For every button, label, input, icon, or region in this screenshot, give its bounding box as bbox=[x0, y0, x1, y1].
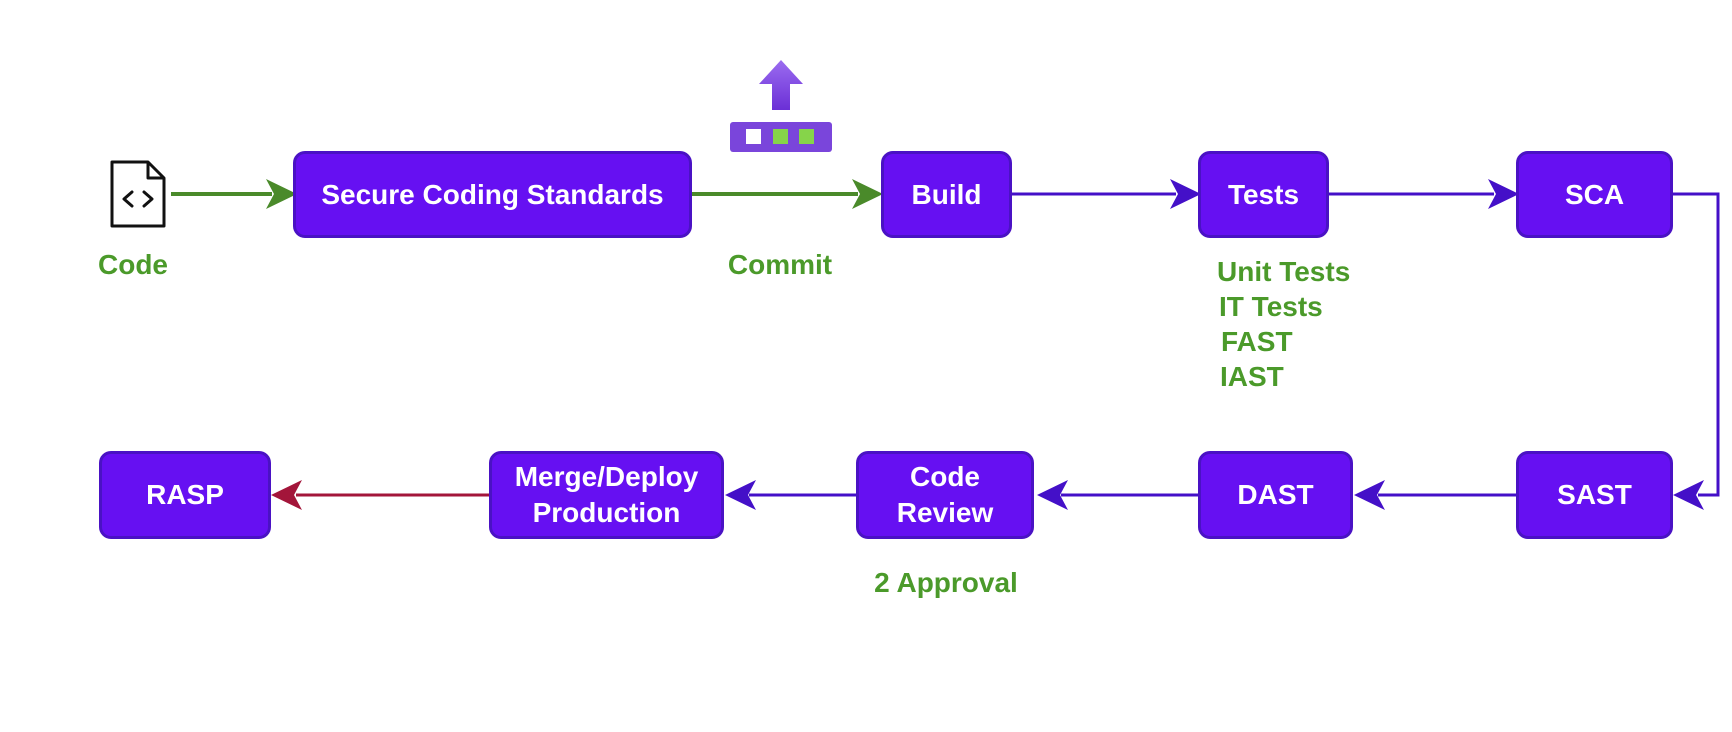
approval-caption: 2 Approval bbox=[874, 567, 1018, 598]
arrow-dast-to-code-review bbox=[1037, 480, 1201, 510]
merge-deploy-node: Merge/Deploy Production bbox=[489, 451, 724, 539]
code-review-label-line-1: Code bbox=[910, 461, 980, 492]
arrow-code-to-secure-coding bbox=[171, 179, 297, 209]
sca-node: SCA bbox=[1516, 151, 1673, 238]
sast-label: SAST bbox=[1557, 479, 1632, 510]
tests-label: Tests bbox=[1227, 178, 1300, 210]
dast-label: DAST bbox=[1237, 479, 1314, 510]
tests-caption-list: Unit Tests IT Tests FAST IAST bbox=[1217, 254, 1350, 394]
code-review-node: Code Review bbox=[856, 451, 1034, 539]
arrow-merge-deploy-to-rasp bbox=[271, 480, 492, 510]
arrow-tests-to-sca bbox=[1329, 179, 1519, 209]
arrow-sast-to-dast bbox=[1354, 480, 1519, 510]
code-caption: Code bbox=[98, 249, 168, 280]
tests-caption-unit-tests: Unit Tests bbox=[1217, 256, 1351, 287]
secure-coding-standards-node: Secure Coding Standards bbox=[293, 151, 692, 238]
commit-caption: Commit bbox=[727, 249, 833, 280]
tests-caption-iast: IAST bbox=[1220, 361, 1284, 392]
commit-upload-icon bbox=[730, 60, 832, 152]
arrow-code-review-to-merge-deploy bbox=[725, 480, 859, 510]
tests-caption-fast: FAST bbox=[1221, 326, 1293, 357]
code-review-label-line-2: Review bbox=[896, 497, 994, 528]
build-node: Build bbox=[881, 151, 1012, 238]
dast-node: DAST bbox=[1198, 451, 1353, 539]
rasp-label: RASP bbox=[146, 479, 224, 510]
tests-node: Tests bbox=[1198, 151, 1329, 238]
merge-deploy-label-line-2: Production bbox=[532, 497, 681, 528]
secure-coding-standards-label: Secure Coding Standards bbox=[321, 178, 664, 210]
arrow-secure-coding-to-build bbox=[692, 179, 883, 209]
sast-node: SAST bbox=[1516, 451, 1673, 539]
tests-caption-it-tests: IT Tests bbox=[1219, 291, 1323, 322]
build-label: Build bbox=[911, 178, 982, 210]
arrow-sca-to-sast bbox=[1673, 192, 1720, 510]
code-file-icon bbox=[110, 160, 166, 228]
sca-label: SCA bbox=[1564, 178, 1625, 210]
arrow-build-to-tests bbox=[1012, 179, 1201, 209]
rasp-node: RASP bbox=[99, 451, 271, 539]
merge-deploy-label-line-1: Merge/Deploy bbox=[514, 461, 699, 492]
